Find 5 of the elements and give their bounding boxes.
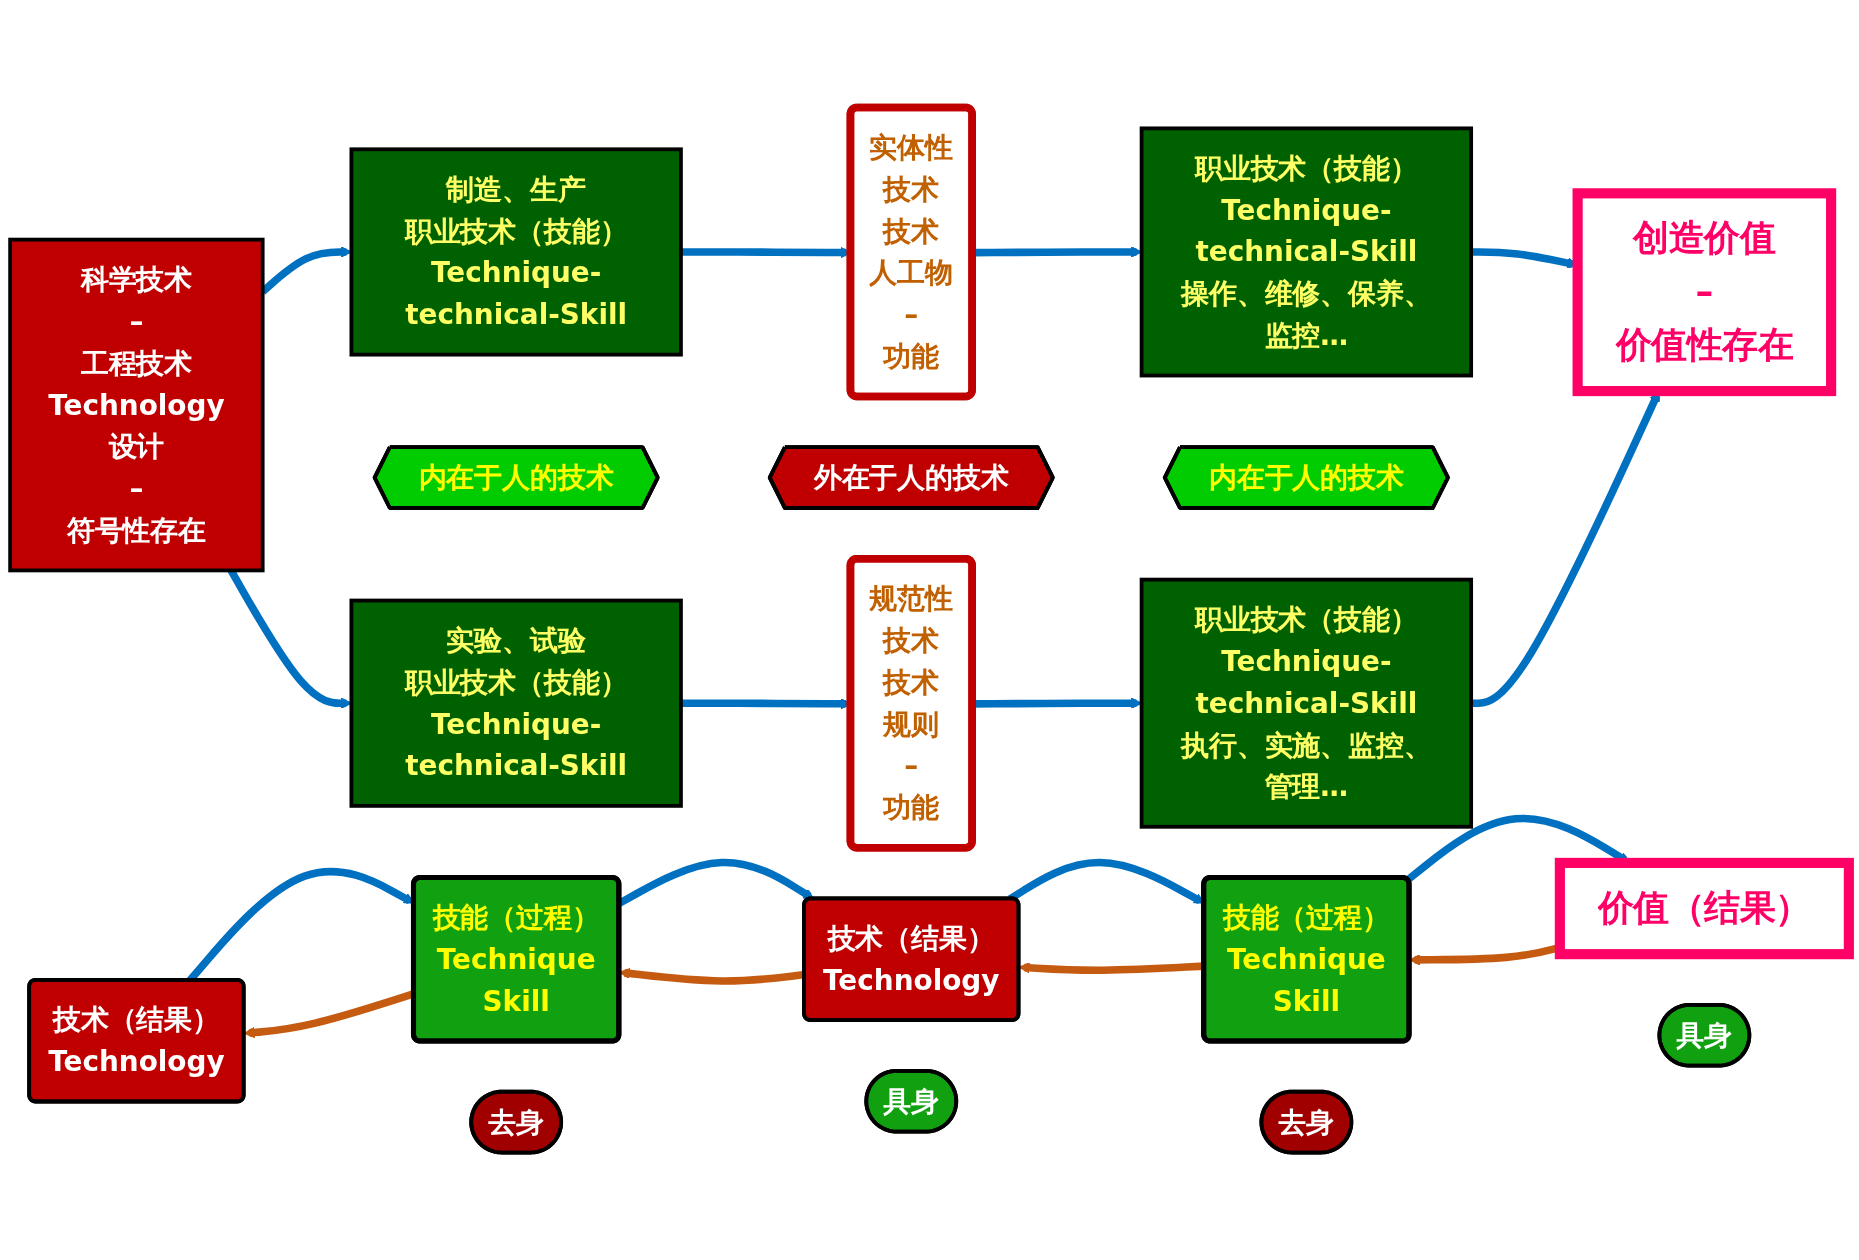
node-box: 职业技术（技能） Technique-technical-Skill 操作、维修、保养、监控… xyxy=(1139,126,1474,378)
node-box: 职业技术（技能） Technique-technical-Skill 执行、实施、监控、管理… xyxy=(1139,577,1474,829)
node-box: 制造、生产 职业技术（技能） Technique-technical-Skill xyxy=(349,147,683,357)
node-box: 实验、试验 职业技术（技能） Technique-technical-Skill xyxy=(349,598,683,808)
node-box: 科学技术 – 工程技术 Technology 设计 – 符号性存在 xyxy=(8,237,265,573)
